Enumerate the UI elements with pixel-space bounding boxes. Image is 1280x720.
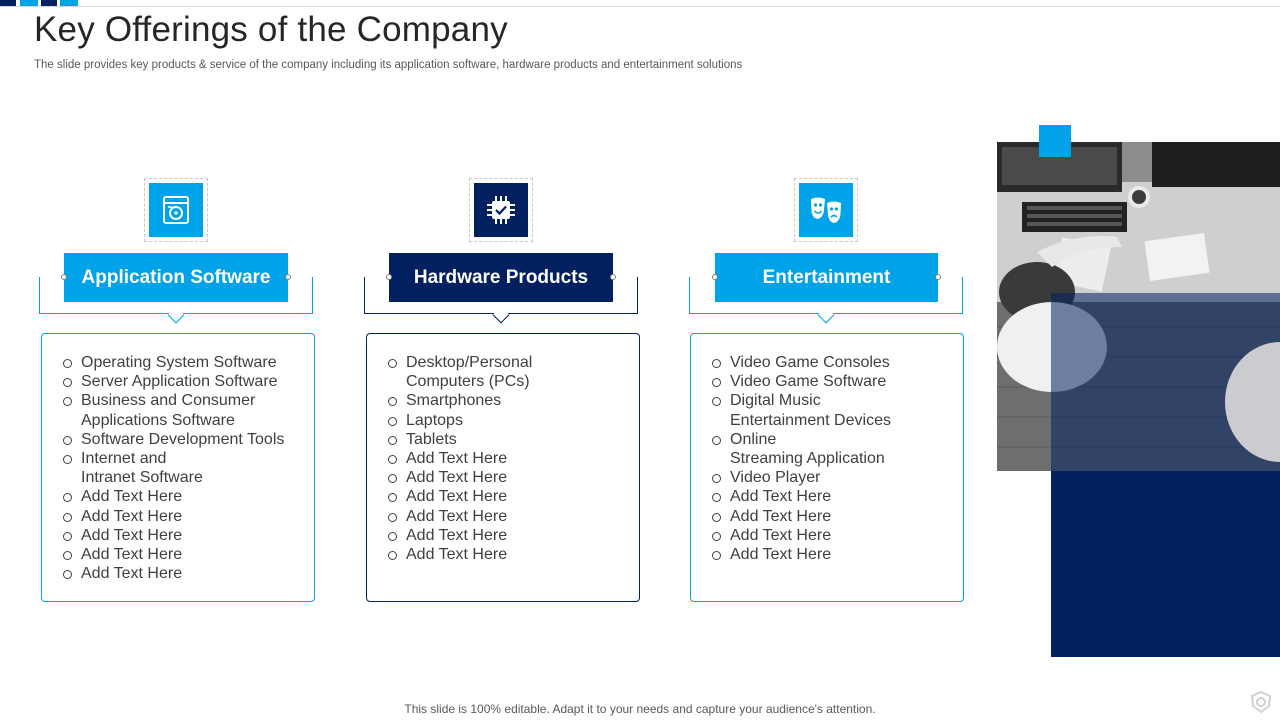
list-item-continuation: Computers (PCs) [406, 373, 530, 391]
top-accent-bar [60, 0, 78, 6]
list-item: Add Text Here [388, 468, 532, 487]
list-item: Add Text Here [388, 545, 532, 564]
list-item: Digital Music [712, 391, 891, 410]
list-item: Add Text Here [712, 545, 891, 564]
list-item: Add Text Here [63, 564, 284, 583]
list-item-continuation: Streaming Application [730, 450, 885, 468]
connector-dot [712, 274, 718, 280]
list-item: Add Text Here [388, 526, 532, 545]
footer-note: This slide is 100% editable. Adapt it to… [404, 702, 876, 716]
list-item: Add Text Here [712, 487, 891, 506]
entertainment-icon-frame [794, 178, 858, 242]
navy-accent-block [1051, 471, 1280, 657]
list-item: Smartphones [388, 391, 532, 410]
list-item: Tablets [388, 430, 532, 449]
theater-masks-icon [799, 183, 853, 237]
page-title: Key Offerings of the Company [34, 10, 508, 49]
list-item: Add Text Here [63, 545, 284, 564]
list-item: Business and Consumer [63, 391, 284, 410]
office-desk-photo [997, 142, 1280, 471]
list-item: Operating System Software [63, 353, 284, 372]
list-item: Add Text Here [388, 449, 532, 468]
hardware-products-icon-frame [469, 178, 533, 242]
list-item: Add Text Here [63, 487, 284, 506]
connector-dot [610, 274, 616, 280]
connector-dot [285, 274, 291, 280]
list-item: Add Text Here [712, 507, 891, 526]
connector-dot [386, 274, 392, 280]
list-item-continuation: Applications Software [81, 411, 235, 429]
application-software-icon-frame [144, 178, 208, 242]
list-item: Add Text Here [712, 526, 891, 545]
microchip-icon [474, 183, 528, 237]
page-subtitle: The slide provides key products & servic… [34, 59, 743, 71]
top-accent-bar [20, 0, 38, 6]
top-accent-bar [0, 0, 16, 6]
list-item-continuation: Intranet Software [81, 469, 203, 487]
blue-accent-square [1039, 125, 1071, 157]
list-item: Software Development Tools [63, 430, 284, 449]
software-installer-icon [149, 183, 203, 237]
list-item: Online [712, 430, 891, 449]
list-item: Add Text Here [63, 526, 284, 545]
list-item: Desktop/Personal [388, 353, 532, 372]
list-item: Laptops [388, 411, 532, 430]
list-item: Video Player [712, 468, 891, 487]
list-item: Add Text Here [388, 507, 532, 526]
application-software-label: Application Software [64, 253, 288, 302]
list-item-continuation: Entertainment Devices [730, 411, 891, 429]
connector-dot [935, 274, 941, 280]
list-item: Add Text Here [388, 487, 532, 506]
top-accent-bar [41, 0, 57, 6]
connector-dot [61, 274, 67, 280]
list-item: Video Game Consoles [712, 353, 891, 372]
list-item: Video Game Software [712, 372, 891, 391]
entertainment-label: Entertainment [715, 253, 938, 302]
list-item: Server Application Software [63, 372, 284, 391]
list-item: Add Text Here [63, 507, 284, 526]
list-item: Internet and [63, 449, 284, 468]
top-divider-line [0, 6, 1280, 7]
hardware-products-label: Hardware Products [389, 253, 613, 302]
logo-icon [1249, 690, 1273, 714]
